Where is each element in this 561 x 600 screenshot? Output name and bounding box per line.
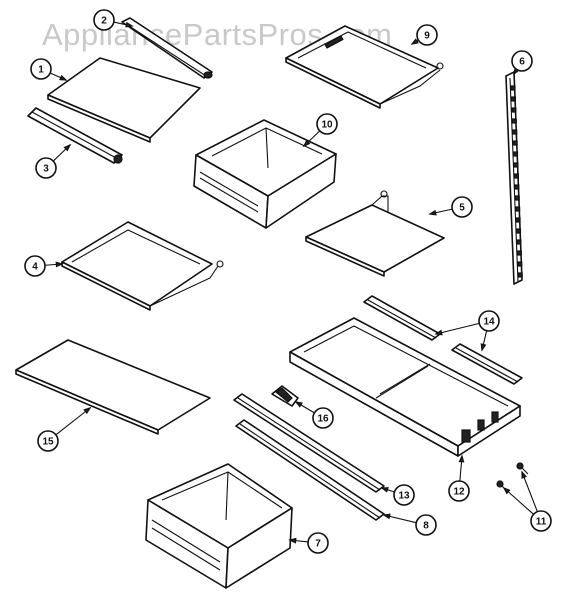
callout-number-9: 9: [424, 31, 430, 42]
callout-circle-16: [312, 407, 334, 429]
callout-number-16: 16: [317, 414, 329, 425]
part-14-drawer-slide-lower: [451, 343, 523, 385]
callout-2: 2: [93, 9, 115, 31]
callout-circle-7: [307, 532, 329, 554]
callout-arrowhead-1: [59, 74, 68, 81]
callout-arrowhead-5: [428, 209, 437, 216]
callout-number-13: 13: [398, 491, 410, 502]
part-11-screw-upper: [516, 462, 529, 475]
callout-leader-14: [435, 322, 480, 335]
callout-arrowhead-11: [521, 470, 527, 479]
callout-8: 8: [415, 514, 437, 536]
callout-number-2: 2: [101, 16, 107, 27]
callout-number-10: 10: [321, 120, 333, 131]
callout-9: 9: [416, 24, 438, 46]
callout-arrowhead-12: [458, 454, 465, 463]
callout-number-6: 6: [519, 57, 525, 68]
callout-arrowhead-7: [288, 537, 297, 544]
callout-arrowhead-3: [63, 143, 72, 152]
callout-arrowhead-4: [55, 261, 64, 268]
callout-arrowhead-16: [294, 401, 303, 408]
callout-arrowhead-2: [125, 21, 134, 28]
callout-16: 16: [312, 407, 334, 429]
callout-number-3: 3: [43, 164, 49, 175]
callout-arrowhead-14: [434, 329, 443, 336]
callout-1: 1: [30, 58, 52, 80]
callout-11: 11: [530, 510, 552, 532]
part-2-shelf-trim: [121, 17, 213, 79]
callout-7: 7: [307, 532, 329, 554]
callout-number-4: 4: [32, 262, 38, 273]
callout-15: 15: [37, 430, 59, 452]
callout-arrowhead-8: [382, 513, 391, 520]
callout-arrowhead-10: [302, 139, 311, 148]
callout-number-5: 5: [459, 203, 465, 214]
callout-number-11: 11: [536, 517, 547, 528]
callout-4: 4: [24, 255, 46, 277]
callout-number-12: 12: [453, 487, 465, 498]
part-12-drawer-frame: [289, 317, 521, 457]
callout-number-15: 15: [42, 437, 54, 448]
callout-3: 3: [35, 157, 57, 179]
callout-arrowhead-14: [480, 343, 487, 352]
callout-arrowhead-9: [410, 38, 419, 45]
callout-circle-15: [37, 430, 59, 452]
callout-arrowhead-15: [83, 406, 92, 415]
callout-circle-4: [24, 255, 46, 277]
part-16-clip: [271, 385, 299, 407]
callout-arrowhead-13: [380, 487, 389, 493]
callout-circle-12: [448, 480, 470, 502]
callout-leader-11: [503, 487, 534, 515]
callout-number-8: 8: [423, 521, 429, 532]
callout-circle-3: [35, 157, 57, 179]
part-9-cantilever-shelf: [285, 25, 444, 109]
part-1-glass-shelf: [47, 57, 201, 143]
callout-number-14: 14: [483, 317, 495, 328]
callout-circle-2: [93, 9, 115, 31]
callout-number-1: 1: [38, 65, 44, 76]
callout-circle-6: [511, 50, 533, 72]
callout-14: 14: [478, 310, 500, 332]
callout-number-7: 7: [315, 539, 321, 550]
callout-circle-5: [451, 196, 473, 218]
callout-circle-10: [316, 113, 338, 135]
part-3-shelf-trim-roll: [27, 107, 123, 164]
callout-circle-8: [415, 514, 437, 536]
callout-circle-13: [393, 484, 415, 506]
part-4-shelf: [61, 221, 224, 311]
callout-5: 5: [451, 196, 473, 218]
callout-circle-9: [416, 24, 438, 46]
part-6-shelf-ladder: [505, 71, 523, 285]
part-15-glass-shelf: [15, 339, 211, 435]
part-8-drawer-slide: [235, 419, 385, 521]
callout-13: 13: [393, 484, 415, 506]
part-5-shelf: [305, 190, 445, 277]
part-10-crisper-drawer: [193, 119, 337, 229]
callout-circle-14: [478, 310, 500, 332]
part-7-crisper-drawer: [145, 463, 293, 589]
callout-6: 6: [511, 50, 533, 72]
callout-12: 12: [448, 480, 470, 502]
callout-leader-11: [521, 471, 538, 512]
callout-arrowhead-11: [502, 486, 511, 495]
part-13-drawer-slide: [233, 393, 385, 493]
callout-circle-11: [530, 510, 552, 532]
callout-leader-15: [55, 407, 91, 436]
callout-10: 10: [316, 113, 338, 135]
callout-circle-1: [30, 58, 52, 80]
